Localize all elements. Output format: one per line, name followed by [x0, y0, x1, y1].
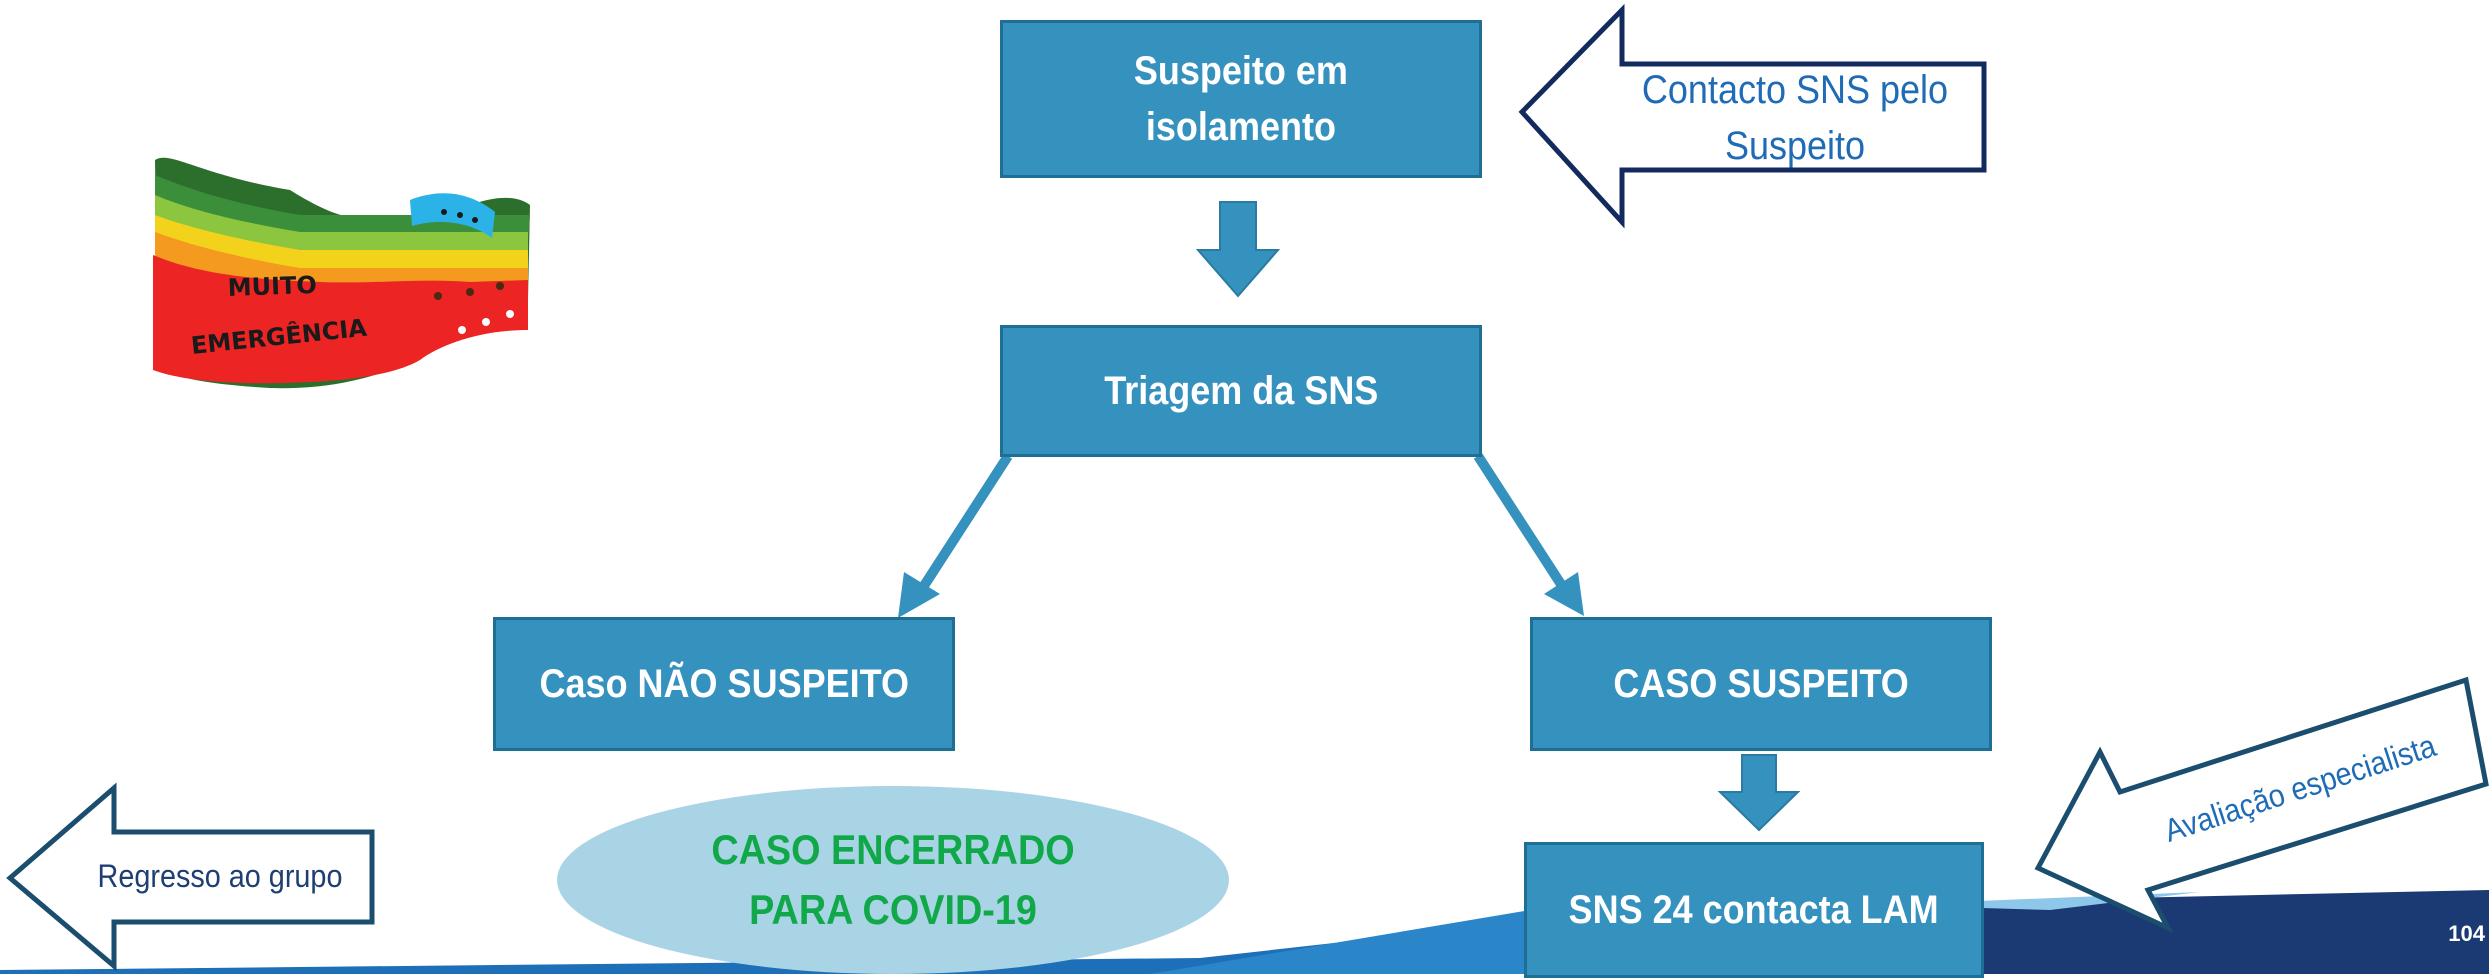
arrow-diagonal-right: [1473, 453, 1584, 616]
node-suspect: CASO SUSPEITO: [1530, 617, 1992, 751]
node-triage-label: Triagem da SNS: [1103, 369, 1379, 413]
closed-case-ellipse: [557, 786, 1229, 974]
arrow-down-1: [1195, 201, 1281, 298]
bracelet-text-1: MUITO: [227, 271, 317, 302]
contact-callout-arrow: [1518, 3, 1987, 229]
contact-callout-label: Contacto SNS pelo Suspeito: [1641, 68, 1949, 168]
triage-bracelet-icon: MUITO EMERGÊNCIA: [153, 157, 530, 389]
return-group-callout-label: Regresso ao grupo: [97, 858, 343, 894]
node-suspect-isolation-label: Suspeito em isolamento: [1133, 49, 1349, 149]
node-not-suspect-label: Caso NÃO SUSPEITO: [539, 662, 909, 706]
node-sns24-lam-label: SNS 24 contacta LAM: [1568, 888, 1940, 932]
specialist-callout-arrow: [2034, 676, 2489, 934]
footer-swoosh: [0, 890, 2489, 974]
arrow-diagonal-left: [898, 453, 1013, 618]
page-number: 104: [2448, 921, 2485, 946]
arrow-down-2: [1717, 754, 1801, 832]
node-suspect-label: CASO SUSPEITO: [1613, 662, 1909, 706]
return-group-callout-arrow: [6, 782, 375, 972]
node-triage: Triagem da SNS: [1000, 325, 1482, 457]
node-not-suspect: Caso NÃO SUSPEITO: [493, 617, 955, 751]
node-suspect-isolation: Suspeito em isolamento: [1000, 20, 1482, 178]
closed-case-label: CASO ENCERRADO PARA COVID-19: [711, 826, 1075, 933]
node-sns24-lam: SNS 24 contacta LAM: [1524, 842, 1984, 978]
